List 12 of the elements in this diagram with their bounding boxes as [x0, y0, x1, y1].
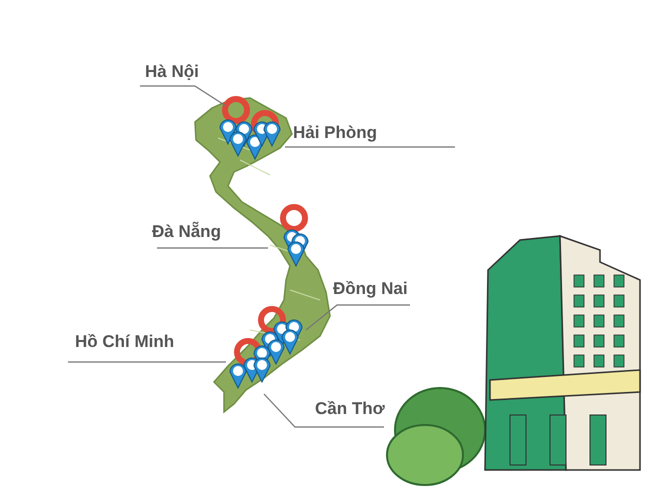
leader-line — [157, 247, 268, 249]
city-label: Hồ Chí Minh — [75, 332, 174, 352]
city-label: Đà Nẵng — [152, 222, 221, 242]
leader-line — [306, 304, 410, 330]
city-label: Đồng Nai — [333, 279, 408, 299]
leader-line — [264, 394, 384, 428]
city-label: Hải Phòng — [293, 123, 378, 143]
leader-line — [140, 85, 226, 106]
city-label: Cần Thơ — [315, 399, 385, 419]
leader-line — [68, 361, 226, 363]
city-label: Hà Nội — [145, 62, 199, 82]
leader-line — [285, 146, 455, 148]
